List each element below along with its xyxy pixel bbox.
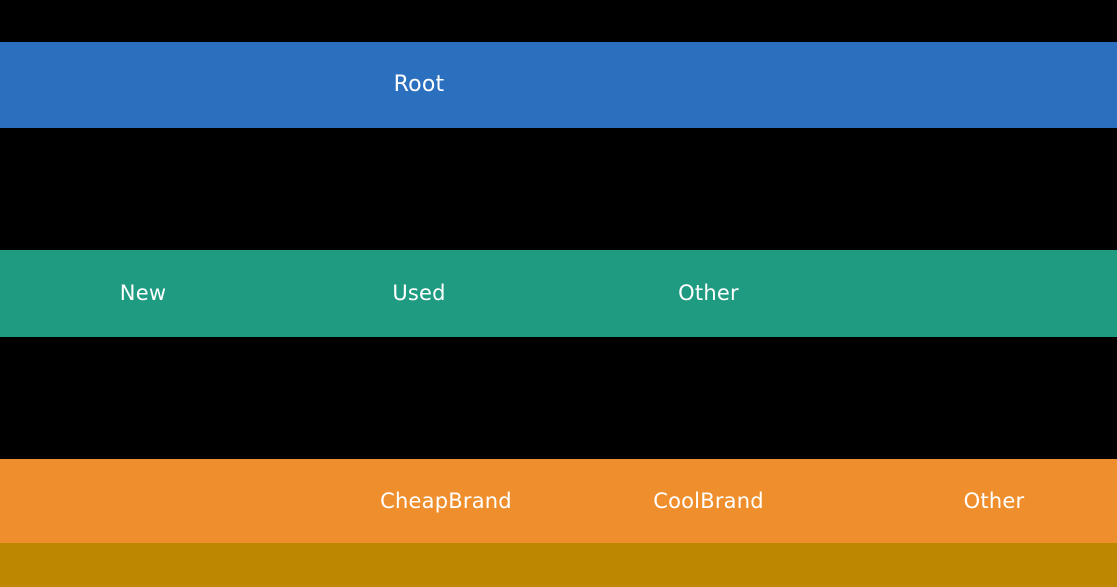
icicle-segment-blank[interactable] bbox=[0, 42, 318, 128]
icicle-segment-blank[interactable] bbox=[0, 543, 1117, 587]
icicle-level-root: Root bbox=[0, 42, 1117, 128]
icicle-segment-blank[interactable] bbox=[0, 250, 45, 337]
icicle-segment-label: Root bbox=[393, 72, 445, 97]
icicle-segment-root[interactable]: Root bbox=[318, 42, 520, 128]
icicle-segment-label: Other bbox=[678, 281, 739, 305]
icicle-segment-blank[interactable] bbox=[547, 459, 607, 543]
icicle-segment-other[interactable]: Other bbox=[607, 250, 810, 337]
icicle-segment-cheapbrand[interactable]: CheapBrand bbox=[345, 459, 547, 543]
icicle-segment-blank[interactable] bbox=[0, 459, 345, 543]
icicle-segment-blank[interactable] bbox=[810, 459, 871, 543]
icicle-segment-blank[interactable] bbox=[810, 250, 1117, 337]
icicle-segment-label: Other bbox=[963, 488, 1025, 513]
icicle-level-leaf bbox=[0, 543, 1117, 587]
icicle-segment-blank[interactable] bbox=[241, 250, 318, 337]
icicle-segment-blank[interactable] bbox=[520, 250, 607, 337]
icicle-segment-blank[interactable] bbox=[520, 42, 1117, 128]
icicle-segment-label: CoolBrand bbox=[653, 488, 764, 513]
icicle-level-condition: New Used Other bbox=[0, 250, 1117, 337]
icicle-segment-used[interactable]: Used bbox=[318, 250, 520, 337]
icicle-segment-label: Used bbox=[392, 281, 446, 305]
icicle-segment-coolbrand[interactable]: CoolBrand bbox=[607, 459, 810, 543]
icicle-segment-other[interactable]: Other bbox=[871, 459, 1117, 543]
icicle-segment-label: New bbox=[119, 281, 167, 305]
icicle-level-brand: CheapBrand CoolBrand Other bbox=[0, 459, 1117, 543]
icicle-segment-new[interactable]: New bbox=[45, 250, 241, 337]
icicle-segment-label: CheapBrand bbox=[380, 488, 512, 513]
